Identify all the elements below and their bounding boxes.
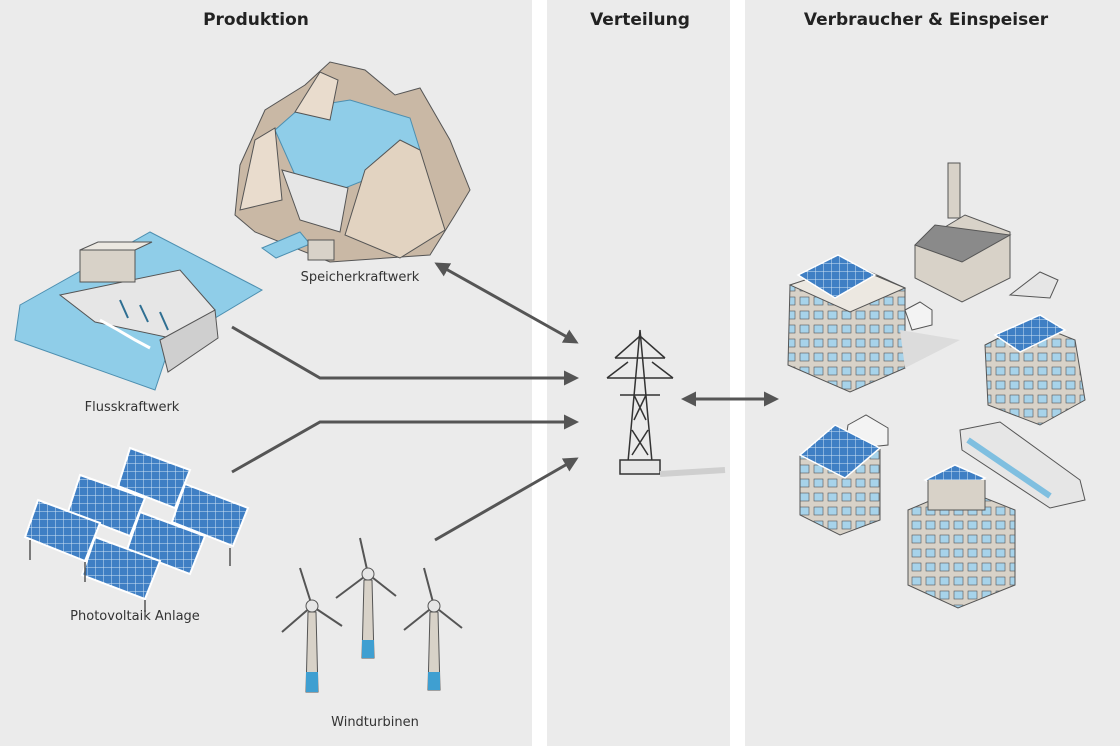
dam-icon	[234, 61, 471, 263]
river-plant-icon	[14, 231, 264, 391]
house-icon	[907, 464, 1016, 609]
storage-plant-label: Speicherkraftwerk	[300, 270, 420, 285]
train-icon	[959, 421, 1086, 509]
car-icon	[845, 301, 933, 449]
wind-turbine-icon	[281, 537, 463, 693]
distribution-heading: Verteilung	[590, 10, 690, 30]
consumers-heading: Verbraucher & Einspeiser	[803, 10, 1049, 30]
flow-arrows	[231, 262, 779, 542]
pylon-icon	[606, 329, 726, 477]
photovoltaic-label: Photovoltaik Anlage	[70, 609, 200, 624]
solar-panel-icon	[23, 446, 250, 612]
house-icon	[984, 314, 1086, 426]
wind-turbines-label: Windturbinen	[331, 715, 419, 730]
factory-icon	[914, 162, 1059, 303]
production-heading: Produktion	[203, 10, 309, 30]
river-plant-label: Flusskraftwerk	[84, 400, 180, 415]
house-icon	[787, 254, 960, 393]
house-icon	[798, 424, 882, 536]
